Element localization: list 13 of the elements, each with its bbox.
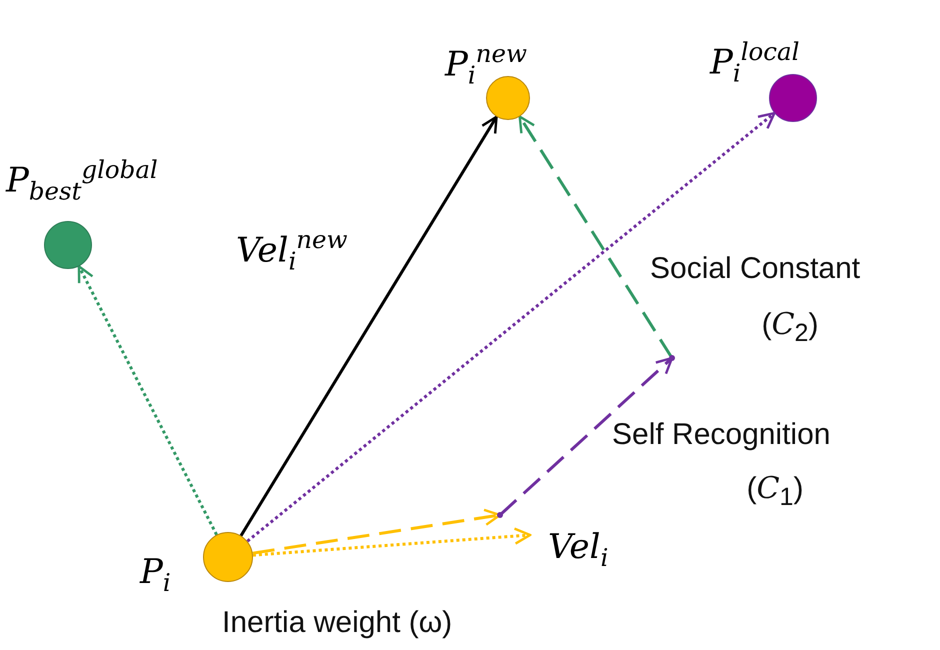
annotation-text: Inertia weight (ω) — [222, 606, 452, 639]
annotation-text: (C$_{1}$) — [746, 472, 804, 512]
arrow — [498, 356, 674, 516]
annotation-text: Social Constant — [650, 252, 860, 285]
point-label: P$_{i}$ — [140, 555, 171, 596]
arrow — [240, 116, 498, 536]
arrow — [78, 265, 218, 536]
point-label: Vel$_{i}$ — [548, 530, 608, 570]
annotation-text: Self Recognition — [612, 418, 830, 451]
annotation-text: (C$_{2}$) — [762, 308, 818, 348]
arrow — [252, 527, 532, 557]
arrow — [246, 112, 776, 542]
arrow — [518, 115, 674, 359]
